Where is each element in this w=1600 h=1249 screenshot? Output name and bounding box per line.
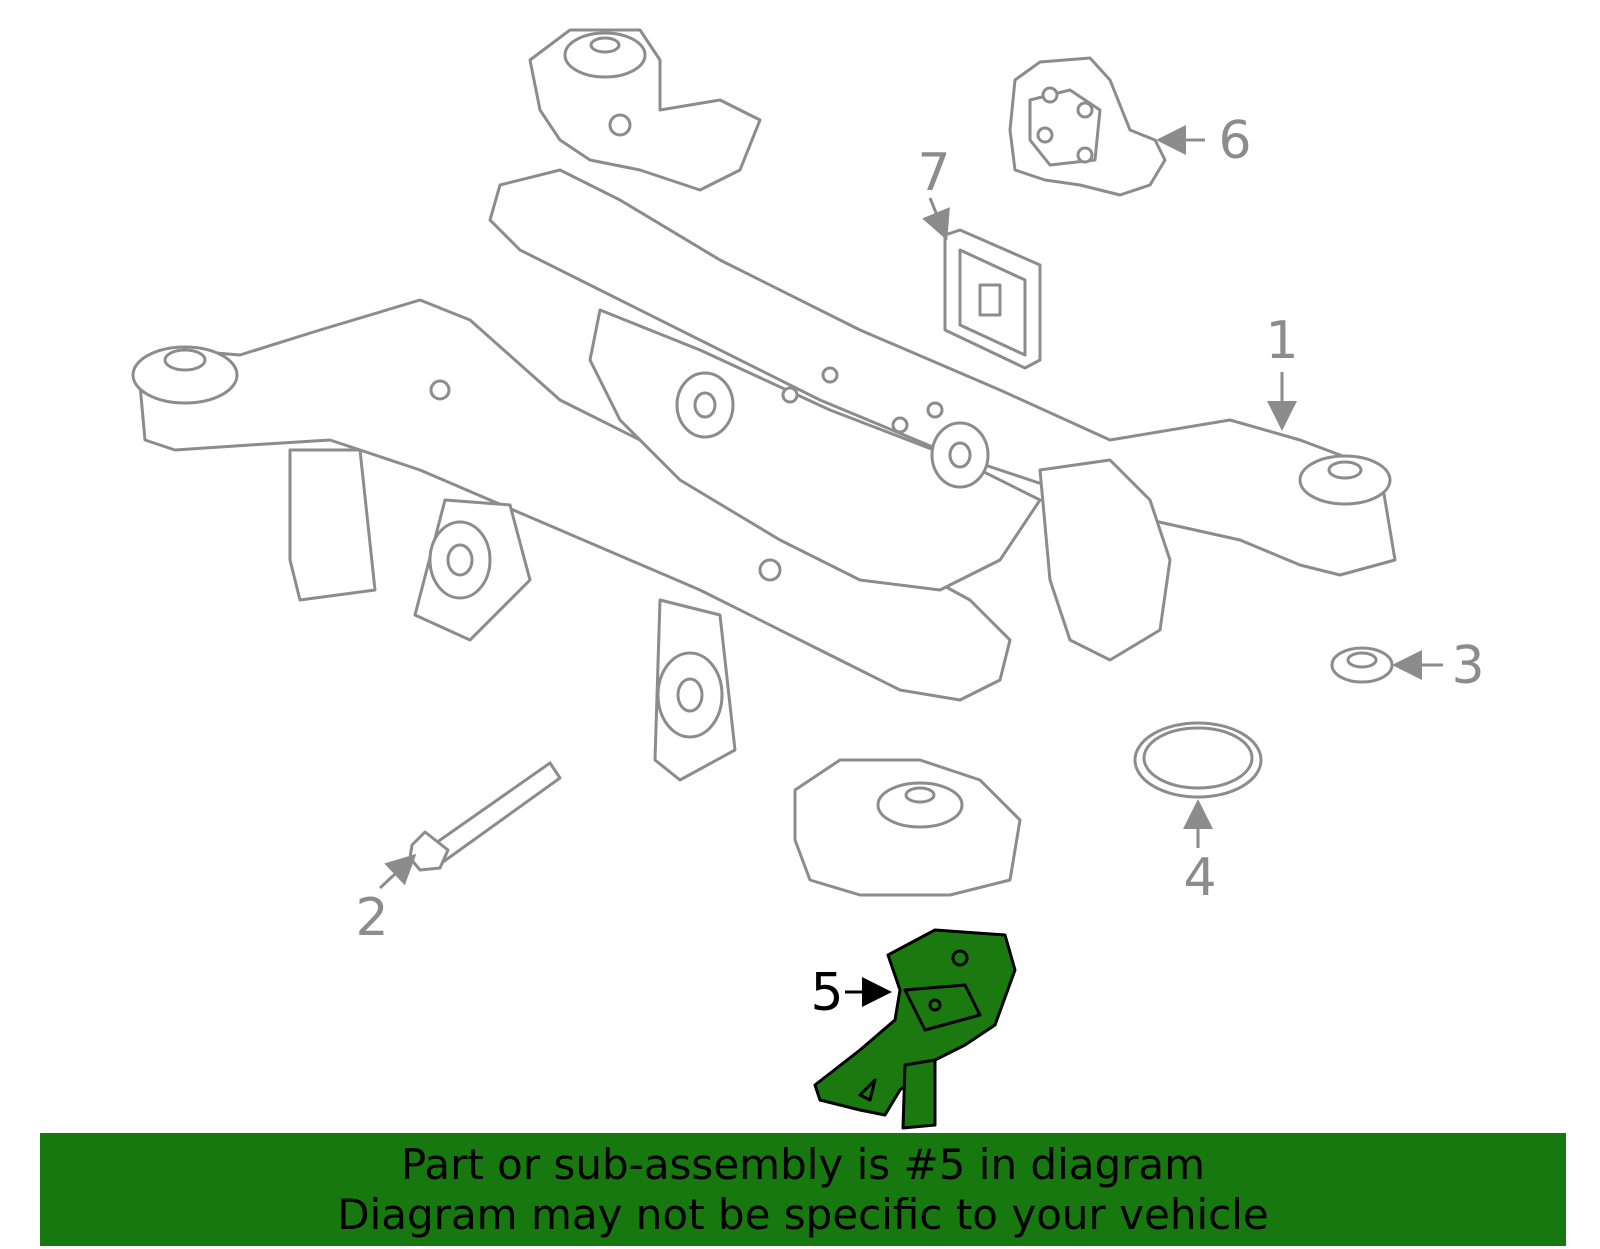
bolt-part-2-drawing xyxy=(408,761,562,872)
bracket-part-6-drawing xyxy=(1008,56,1167,197)
highlighted-mount-part-5 xyxy=(813,928,1017,1130)
leader-7 xyxy=(922,197,950,241)
plate-part-7-drawing xyxy=(943,228,1042,370)
banner-line-2: Diagram may not be specific to your vehi… xyxy=(337,1189,1269,1239)
info-banner: Part or sub-assembly is #5 in diagram Di… xyxy=(40,1133,1566,1246)
leader-2 xyxy=(378,853,417,890)
callout-leaders xyxy=(378,125,1443,1007)
banner-line-1: Part or sub-assembly is #5 in diagram xyxy=(400,1139,1206,1189)
rear-subframe-drawing xyxy=(131,28,1397,897)
callout-2: 2 xyxy=(355,888,388,948)
ring-part-4-drawing xyxy=(1133,721,1263,799)
callout-4: 4 xyxy=(1183,848,1216,908)
washer-part-3-drawing xyxy=(1330,646,1394,684)
callout-6: 6 xyxy=(1218,111,1251,171)
callout-7: 7 xyxy=(917,143,950,203)
callout-5: 5 xyxy=(810,963,843,1023)
callout-3: 3 xyxy=(1451,636,1484,696)
callout-numbers: 1 2 3 4 5 6 7 xyxy=(355,111,1484,1023)
callout-1: 1 xyxy=(1265,311,1298,371)
